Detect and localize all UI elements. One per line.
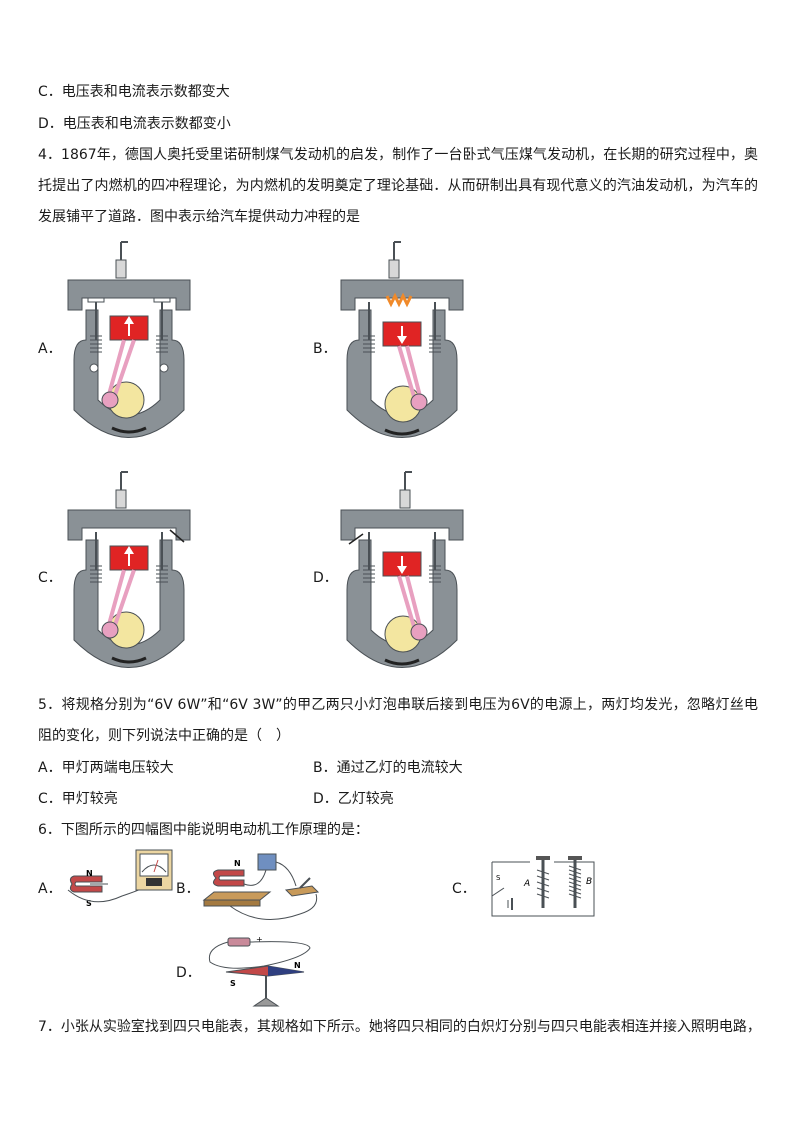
- option-d-prev: D．电压表和电流表示数都变小: [38, 116, 231, 132]
- q4-option-b-label: B．: [313, 341, 337, 357]
- engine-diagram-d: [340, 471, 464, 668]
- question-4-stem: 4．1867年，德国人奥托受里诺研制煤气发动机的启发，制作了一台卧式气压煤气发动…: [38, 147, 758, 225]
- engine-c-arrow: [124, 546, 134, 554]
- q5-option-a: A．甲灯两端电压较大: [38, 760, 174, 776]
- q6-d-plus-label: +: [256, 935, 263, 944]
- q6-d-north-label: N: [294, 961, 301, 970]
- q6-c-switch-label: S: [496, 874, 501, 882]
- q6-d-south-label: S: [230, 979, 236, 988]
- q6-c-a-label: A: [523, 879, 530, 889]
- q6-option-b-label: B．: [176, 881, 200, 897]
- question-7-stem: 7．小张从实验室找到四只电能表，其规格如下所示。她将四只相同的白炽灯分别与四只电…: [38, 1019, 761, 1035]
- q6-a-north-label: N: [86, 869, 93, 878]
- engine-diagram-a: [67, 241, 191, 438]
- engine-a-body: [67, 241, 191, 438]
- q6-a-south-label: S: [86, 899, 92, 908]
- engine-diagram-b: [340, 241, 464, 438]
- q6-option-c-label: C．: [452, 881, 476, 897]
- question-5-stem: 5．将规格分别为“6V 6W”和“6V 3W”的甲乙两只小灯泡串联后接到电压为6…: [38, 697, 758, 744]
- option-c-prev: C．电压表和电流表示数都变大: [38, 84, 230, 100]
- engine-diagram-c: [67, 471, 191, 668]
- q6-b-north-label: N: [234, 859, 241, 868]
- q6-option-a-label: A．: [38, 881, 62, 897]
- engine-d-arrow: [397, 566, 407, 574]
- engine-b-spark: [385, 292, 413, 308]
- engine-b-arrow: [397, 336, 407, 344]
- q5-option-c: C．甲灯较亮: [38, 791, 118, 807]
- q6-figure-b: N: [202, 853, 320, 920]
- q5-option-d: D．乙灯较亮: [313, 791, 394, 807]
- question-6-stem: 6．下图所示的四幅图中能说明电动机工作原理的是：: [38, 822, 369, 838]
- q4-option-c-label: C．: [38, 570, 62, 586]
- q6-c-b-label: B: [586, 877, 592, 887]
- q5-option-b: B．通过乙灯的电流较大: [313, 760, 463, 776]
- q4-option-d-label: D．: [313, 570, 338, 586]
- q6-option-d-label: D．: [176, 965, 201, 981]
- q6-figure-a: N S: [67, 849, 173, 908]
- q6-figure-d: + S N: [208, 935, 311, 1007]
- q6-figure-c: A B S: [491, 856, 595, 917]
- q4-option-a-label: A．: [38, 341, 62, 357]
